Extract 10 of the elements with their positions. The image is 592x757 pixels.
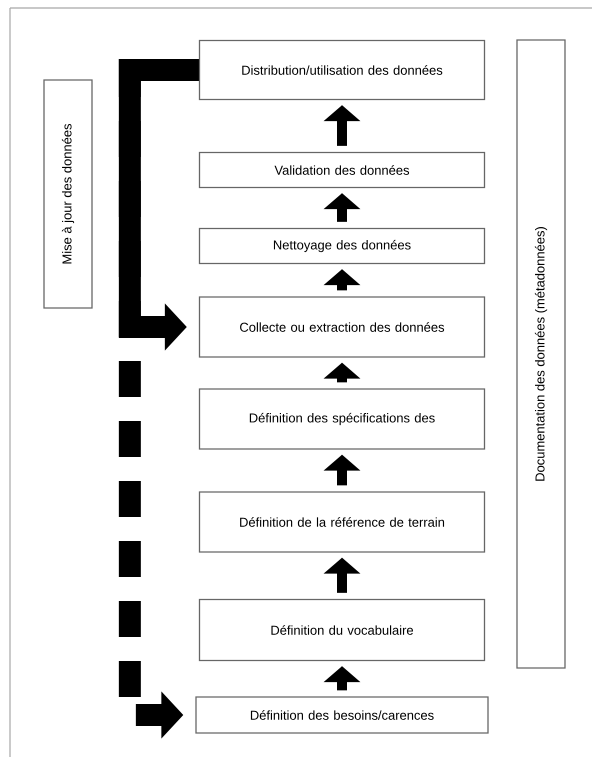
process-box: Validation des données [198,152,486,188]
process-box: Distribution/utilisation des données [198,40,486,100]
process-box: Définition du vocabulaire [198,598,486,662]
process-box: Collecte ou extraction des données [198,296,486,358]
vertical-label-box: Mise à jour des données [43,79,93,309]
process-box: Définition des spécifications des [198,388,486,450]
process-box: Nettoyage des données [198,228,486,264]
process-box: Définition des besoins/carences [195,696,489,734]
vertical-label-box: Documentation des données (métadonnées) [516,39,566,669]
process-box: Définition de la référence de terrain [198,491,486,553]
